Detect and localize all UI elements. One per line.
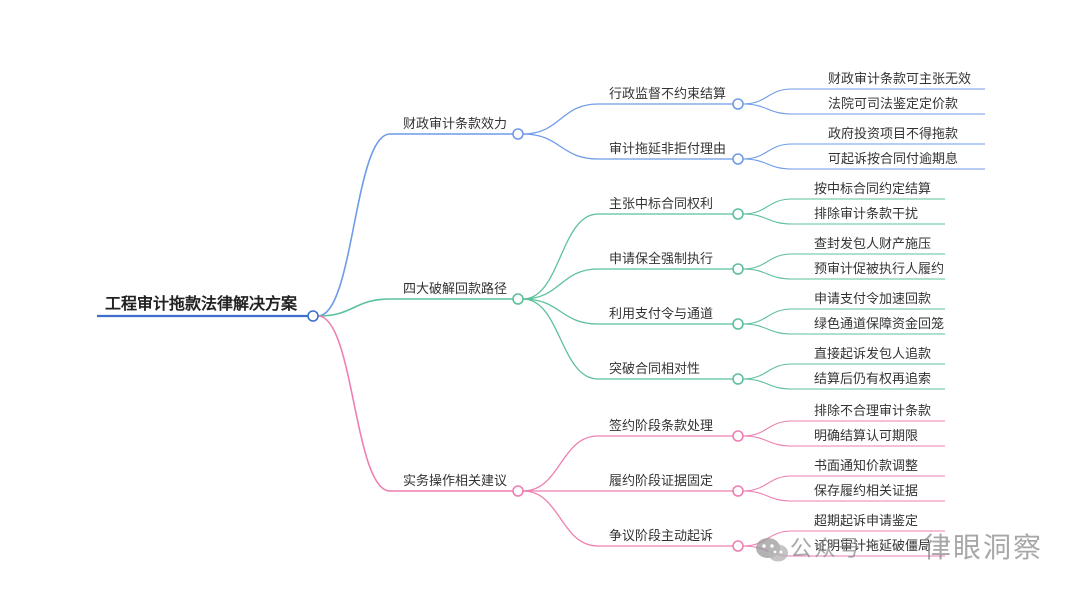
leaf-label-1-3-0: 直接起诉发包人追款 [814,346,931,362]
branch-dot-2[interactable] [512,485,524,497]
child-to-leaf-link [742,323,793,335]
branch-to-child-link [522,103,599,135]
child-label-1-0: 主张中标合同权利 [609,196,713,212]
branch-dot-1[interactable] [512,293,524,305]
mindmap-labels: 工程审计拖款法律解决方案 财政审计条款效力 行政监督不约束结算 财政审计条款可主张无效… [105,71,971,554]
child-dot-0-0[interactable] [732,98,744,110]
mindmap-links [97,88,985,557]
child-to-leaf-link [742,308,793,325]
leaf-label-2-2-0: 超期起诉申请鉴定 [814,514,918,529]
child-to-leaf-link [742,88,793,105]
branch-dot-0[interactable] [512,128,524,140]
leaf-label-2-1-0: 书面通知价款调整 [814,458,918,474]
watermark-prefix: 公众号 [790,537,862,562]
branch-to-child-link [522,298,599,380]
child-dot-1-0[interactable] [732,208,744,220]
leaf-label-2-0-1: 明确结算认可期限 [814,429,918,444]
child-label-2-0: 签约阶段条款处理 [609,418,713,434]
child-to-leaf-link [742,158,793,170]
branch-to-child-link [522,490,599,547]
child-to-leaf-link [742,143,793,160]
branch-label-1: 四大破解回款路径 [403,281,507,297]
child-to-leaf-link [742,475,793,492]
leaf-label-0-0-0: 财政审计条款可主张无效 [828,71,971,87]
branch-to-child-link [522,268,599,300]
child-to-leaf-link [742,435,793,447]
child-label-2-1: 履约阶段证据固定 [609,474,713,489]
child-to-leaf-link [742,213,793,225]
child-label-1-3: 突破合同相对性 [609,361,700,377]
child-to-leaf-link [742,378,793,390]
child-to-leaf-link [742,103,793,115]
child-to-leaf-link [742,268,793,280]
watermark-separator: · [866,530,877,563]
branch-label-2: 实务操作相关建议 [403,473,507,489]
child-to-leaf-link [742,253,793,270]
leaf-label-2-2-1: 证明审计拖延破僵局 [814,539,931,554]
child-dot-2-1[interactable] [732,485,744,497]
child-dot-1-3[interactable] [732,373,744,385]
mindmap-node-dots [307,98,744,552]
child-to-leaf-link [742,420,793,437]
leaf-label-1-1-1: 预审计促被执行人履约 [814,262,944,277]
child-label-0-1: 审计拖延非拒付理由 [609,142,726,157]
watermark-name: 律眼洞察 [923,531,1043,564]
child-dot-2-0[interactable] [732,430,744,442]
child-dot-0-1[interactable] [732,153,744,165]
child-dot-1-1[interactable] [732,263,744,275]
watermark: 公众号 · 律眼洞察 [756,530,1043,564]
branch-to-child-link [522,133,599,160]
leaf-label-1-0-1: 排除审计条款干扰 [814,206,918,222]
child-to-leaf-link [742,198,793,215]
leaf-label-1-3-1: 结算后仍有权再追索 [814,371,931,387]
child-label-1-1: 申请保全强制执行 [609,251,713,267]
child-label-1-2: 利用支付令与通道 [609,307,713,322]
leaf-label-2-0-0: 排除不合理审计条款 [814,403,931,419]
branch-label-0: 财政审计条款效力 [403,116,507,132]
leaf-label-1-0-0: 按中标合同约定结算 [814,182,931,197]
child-label-2-2: 争议阶段主动起诉 [609,529,713,544]
root-to-branch-link [317,315,391,492]
leaf-label-0-1-0: 政府投资项目不得拖款 [828,126,958,142]
wechat-icon [756,538,788,562]
leaf-label-1-1-0: 查封发包人财产施压 [814,236,931,252]
root-to-branch-link [317,298,391,317]
leaf-label-2-1-1: 保存履约相关证据 [814,484,918,499]
branch-to-child-link [522,435,599,492]
leaf-label-0-1-1: 可起诉按合同付逾期息 [828,151,958,167]
branch-to-child-link [522,213,599,300]
branch-to-child-link [522,298,599,325]
leaf-label-1-2-1: 绿色通道保障资金回笼 [814,316,944,332]
child-to-leaf-link [742,490,793,502]
leaf-label-0-0-1: 法院可司法鉴定定价款 [828,97,958,112]
root-node-label: 工程审计拖款法律解决方案 [105,294,298,313]
child-dot-1-2[interactable] [732,318,744,330]
child-dot-2-2[interactable] [732,540,744,552]
leaf-label-1-2-0: 申请支付令加速回款 [814,292,931,307]
child-label-0-0: 行政监督不约束结算 [609,87,726,102]
root-node-dot[interactable] [307,310,319,322]
child-to-leaf-link [742,363,793,380]
root-to-branch-link [317,133,391,317]
